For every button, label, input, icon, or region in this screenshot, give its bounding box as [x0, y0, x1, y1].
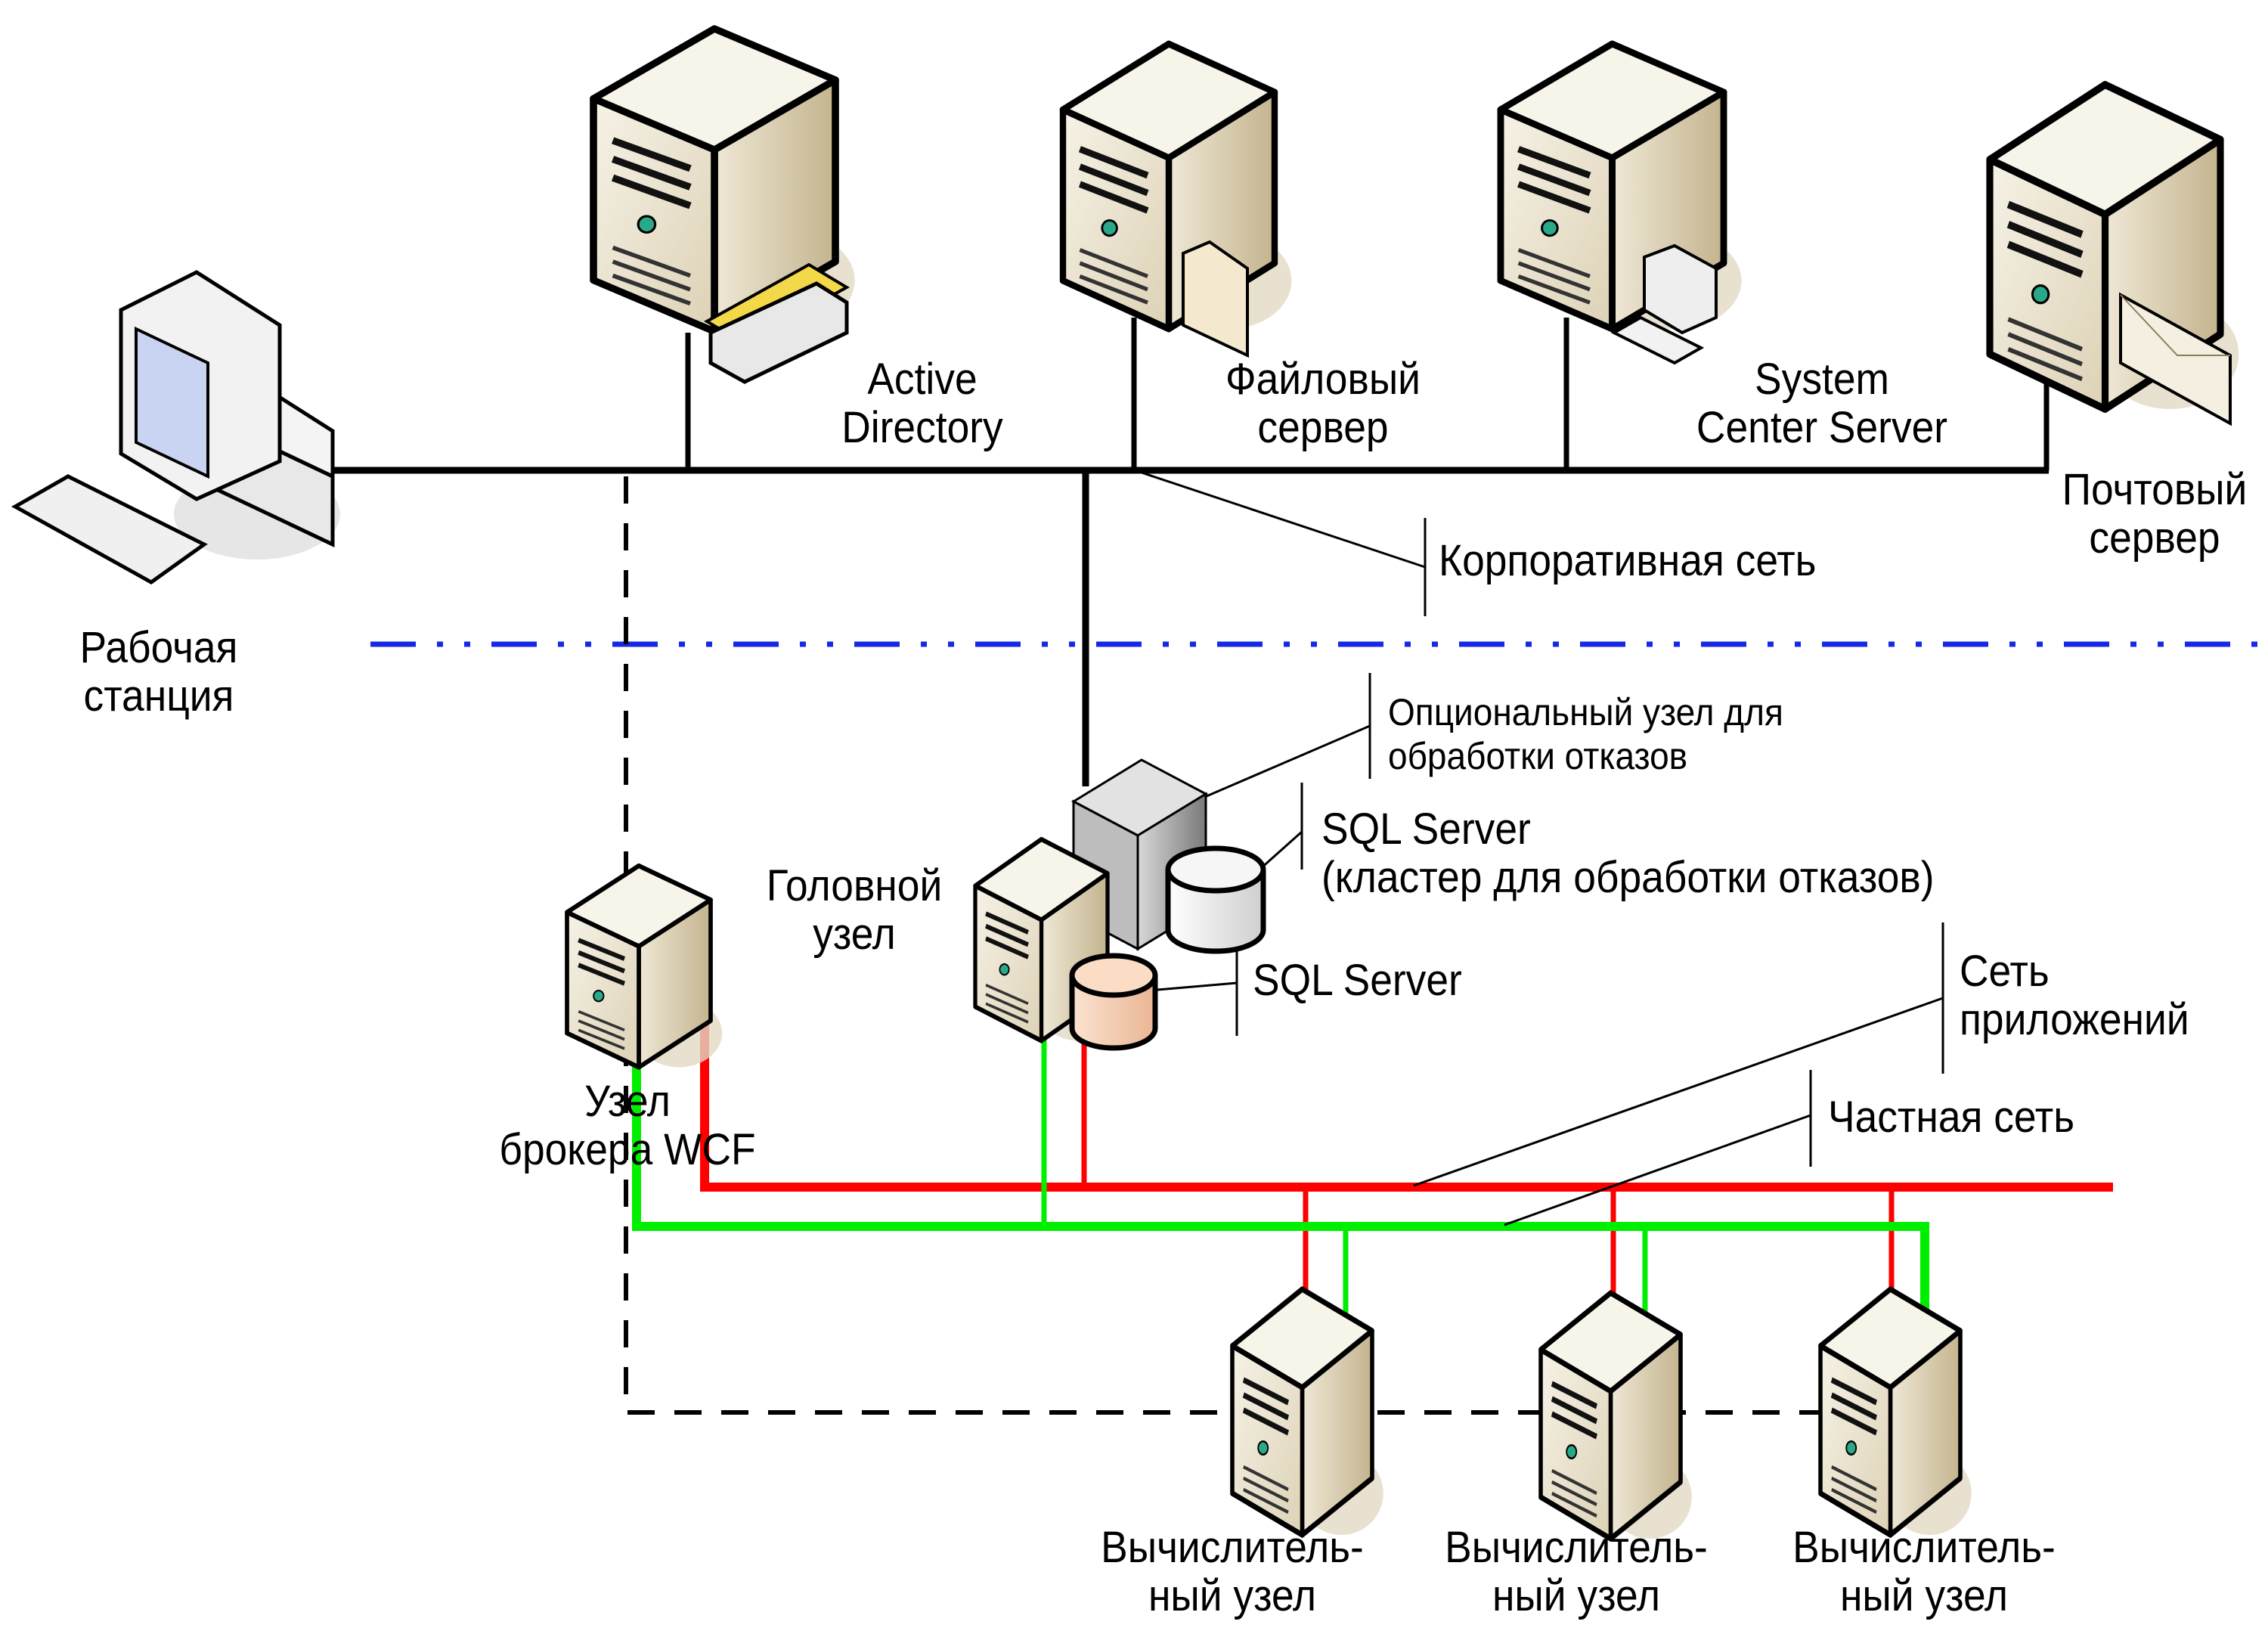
label-line: Корпоративная сеть [1439, 536, 1817, 585]
label-line: Вычислитель- [1792, 1523, 2056, 1572]
label-line: ный узел [1839, 1571, 2009, 1620]
label-line: брокера WCF [499, 1125, 756, 1174]
label-line: обработки отказов [1388, 735, 1688, 777]
mail-server-icon [1990, 85, 2239, 426]
workstation-label: Рабочая станция [54, 624, 263, 721]
workstation-icon [11, 270, 340, 584]
label-line: Почтовый [2062, 465, 2248, 514]
label-line: Файловый [1225, 355, 1421, 404]
label-line: Опциональный узел для [1388, 691, 1783, 733]
label-line: Directory [841, 403, 1003, 452]
label-line: Active [867, 355, 978, 404]
application-network-callout: Сеть приложений [1960, 947, 2189, 1044]
label-line: Сеть [1960, 947, 2050, 996]
label-line: System [1755, 355, 1889, 404]
sql-server-callout: SQL Server [1253, 956, 1462, 1005]
wcf-broker-label: Узел брокера WCF [482, 1077, 773, 1174]
system-center-server-icon [1501, 44, 1742, 365]
sql-cluster-disk-icon [1165, 845, 1266, 954]
callout-leaders [1141, 471, 1944, 1226]
corporate-network-callout: Корпоративная сеть [1439, 537, 1816, 585]
active-directory-label: Active Directory [811, 355, 1033, 452]
label-line: SQL Server [1253, 956, 1462, 1005]
sql-server-disk-icon [1069, 953, 1158, 1051]
label-line: станция [83, 671, 234, 721]
label-line: ный узел [1148, 1571, 1317, 1620]
active-directory-server-icon [593, 29, 855, 384]
compute-node-label: Вычислитель- ный узел [1430, 1524, 1722, 1620]
mail-server-label: Почтовый сервер [2050, 466, 2259, 563]
label-line: Вычислитель- [1101, 1523, 1364, 1572]
file-server-icon [1063, 44, 1291, 358]
compute-node-icon [1232, 1289, 1383, 1535]
label-line: Головной [766, 861, 943, 910]
label-line: Center Server [1696, 403, 1948, 452]
compute-node-icon [1820, 1289, 1972, 1535]
label-line: узел [813, 910, 896, 959]
sql-cluster-callout: SQL Server (кластер для обработки отказо… [1321, 805, 1934, 902]
wcf-broker-node-icon [567, 866, 722, 1068]
system-center-label: System Center Server [1669, 355, 1975, 452]
label-line: (кластер для обработки отказов) [1321, 853, 1935, 902]
file-server-label: Файловый сервер [1212, 355, 1434, 452]
label-line: приложений [1960, 995, 2189, 1044]
label-line: Вычислитель- [1445, 1523, 1708, 1572]
corporate-network-lines [333, 318, 2050, 786]
private-network-lines [632, 1017, 1929, 1323]
compute-node-icon [1541, 1293, 1692, 1539]
failover-node-callout: Опциональный узел для обработки отказов [1388, 690, 1783, 778]
label-line: Частная сеть [1828, 1093, 2075, 1142]
label-line: ный узел [1492, 1571, 1661, 1620]
private-network-callout: Частная сеть [1828, 1093, 2074, 1142]
compute-node-label: Вычислитель- ный узел [1086, 1524, 1378, 1620]
label-line: Рабочая [79, 623, 238, 672]
label-line: Узел [584, 1077, 671, 1126]
application-network-lines [700, 960, 2113, 1323]
label-line: сервер [2089, 513, 2220, 563]
label-line: SQL Server [1321, 805, 1531, 854]
compute-node-label: Вычислитель- ный узел [1778, 1524, 2070, 1620]
label-line: сервер [1257, 403, 1389, 452]
head-node-label: Головной узел [750, 862, 959, 959]
